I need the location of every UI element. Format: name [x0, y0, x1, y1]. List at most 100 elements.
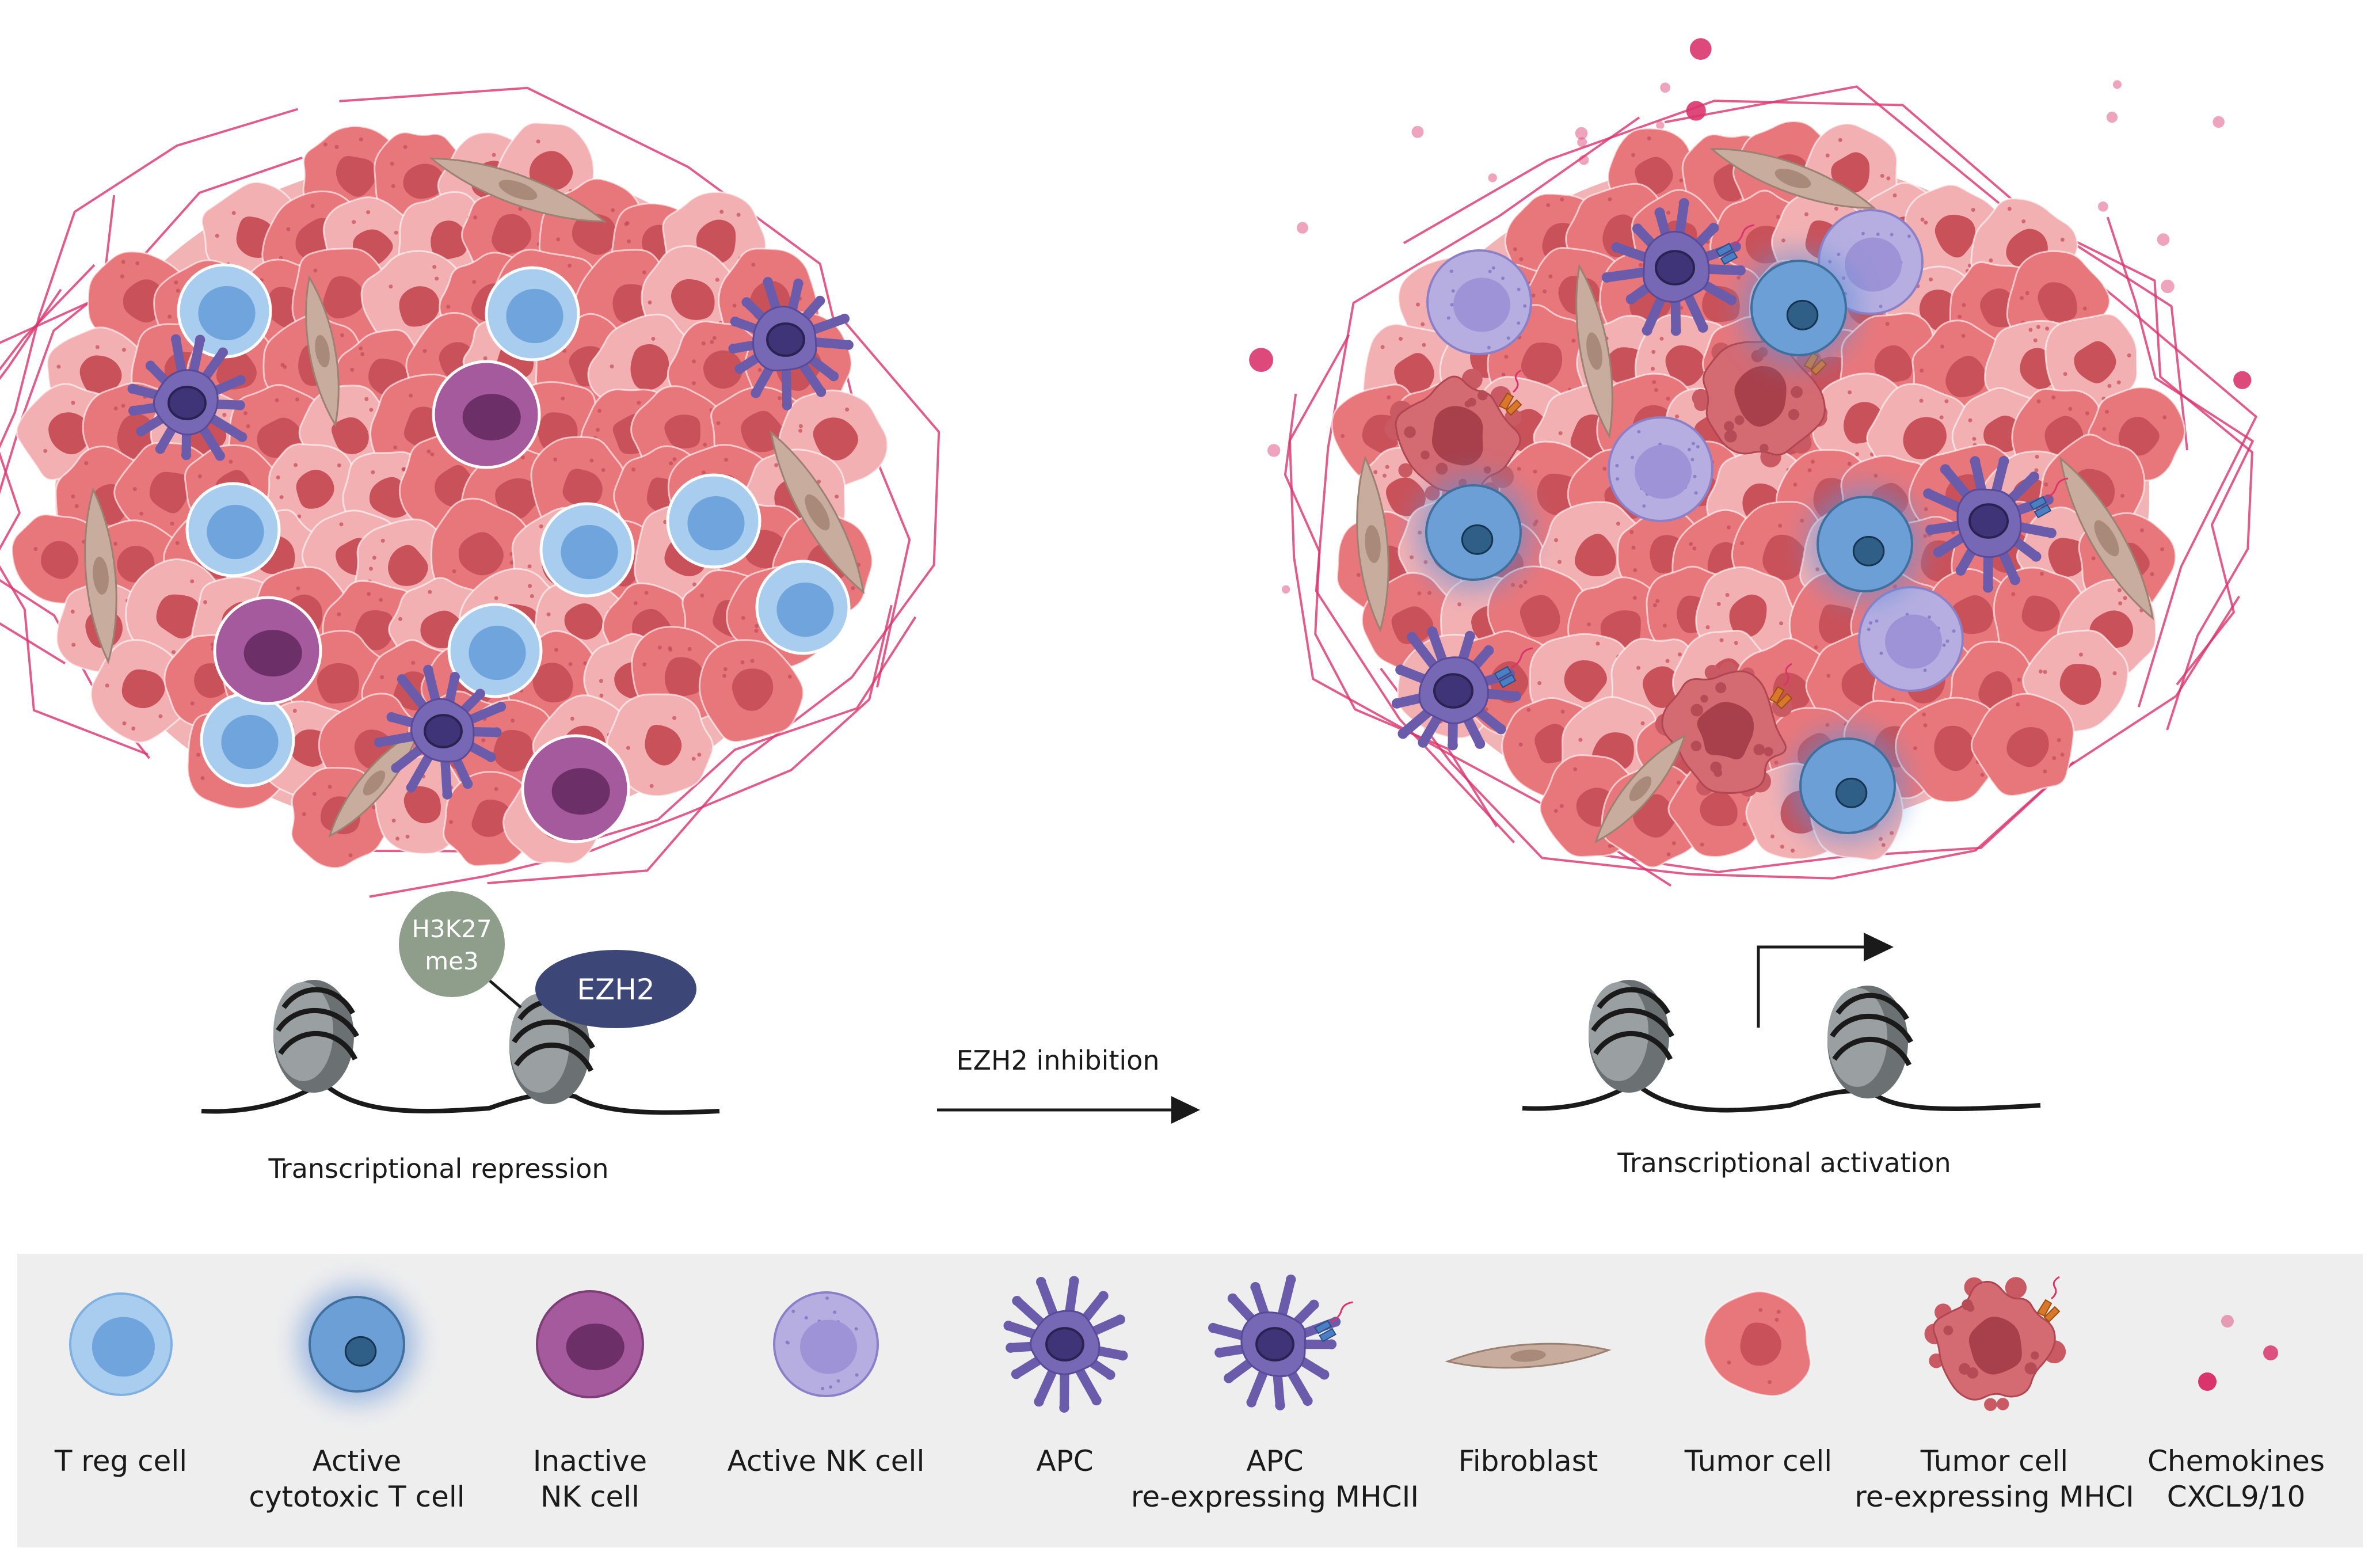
chemokine — [2161, 279, 2175, 294]
chemokine — [2112, 80, 2122, 89]
h3k27me3-line1: H3K27 — [412, 915, 492, 943]
tumor-cell-cluster — [1331, 120, 2186, 869]
active-cytotoxic-t-cell — [1806, 485, 1924, 603]
legend-item-tumor: Tumor cell — [1684, 1290, 1832, 1478]
fibroblast — [2059, 456, 2154, 621]
tumor-cell — [1894, 697, 2002, 803]
treg-cell — [666, 473, 761, 569]
inactive-nk-cell — [213, 596, 322, 705]
apc-mhcii — [1392, 626, 1533, 751]
legend-label: re-expressing MHCII — [1131, 1480, 1419, 1513]
tumor-cell — [2044, 313, 2138, 414]
chemokine — [1282, 585, 1290, 594]
fibroblast-icon — [1445, 1343, 1612, 1369]
treg-cell — [185, 482, 281, 577]
chemokine — [2097, 201, 2108, 212]
fibroblast — [1709, 148, 1876, 209]
apc-cell — [127, 334, 247, 461]
legend-item-fibroblast: Fibroblast — [1445, 1343, 1612, 1478]
tumor-cell — [1703, 1290, 1812, 1397]
chemokine — [1267, 444, 1281, 457]
tumor-icon — [1703, 1290, 1812, 1397]
inactive-nk-cell — [521, 734, 630, 843]
active-t-icon — [298, 1285, 416, 1404]
ezh2-enzyme — [535, 950, 696, 1028]
active-nk-icon — [773, 1291, 879, 1397]
tumor-cell-mhci — [1924, 1276, 2066, 1411]
fibroblast — [305, 275, 340, 428]
legend-label: Tumor cell — [1684, 1444, 1832, 1478]
chemokine — [2233, 371, 2252, 389]
chemokine — [2106, 112, 2118, 123]
treg-cell — [485, 266, 580, 362]
treg-cell — [69, 1292, 173, 1396]
legend-label: CXCL9/10 — [2167, 1480, 2306, 1513]
legend-label: NK cell — [540, 1480, 639, 1513]
activation-caption: Transcriptional activation — [1617, 1147, 1951, 1178]
legend-label: Inactive — [533, 1444, 647, 1478]
tumor-cell-mhci — [1655, 661, 1793, 797]
legend-label: cytotoxic T cell — [249, 1480, 464, 1513]
immune-cells — [84, 157, 865, 843]
legend-label: Fibroblast — [1459, 1444, 1598, 1478]
tumor-microenvironment-before — [0, 86, 940, 898]
legend-label: APC — [1246, 1444, 1303, 1478]
chemokine — [1249, 348, 1274, 372]
tumor-cell — [11, 514, 107, 604]
legend-item-apc: APC — [1003, 1276, 1128, 1478]
inhibition-arrow: EZH2 inhibition — [937, 1045, 1200, 1124]
inactive-nk-cell — [536, 1290, 644, 1398]
treg-cell — [755, 560, 851, 655]
active-nk-cell — [1858, 586, 1964, 692]
apc-mhcii — [1923, 456, 2069, 593]
chemokine — [1411, 126, 1424, 138]
legend-label: Active — [313, 1444, 402, 1478]
apc-mhcii-icon — [1208, 1274, 1353, 1410]
ezh2-label: EZH2 — [577, 973, 654, 1006]
fibroblast — [84, 487, 117, 664]
nucleosome — [1827, 986, 1913, 1098]
treg-cell — [177, 263, 272, 359]
active-nk-cell — [1608, 416, 1713, 522]
chemokine — [1660, 82, 1670, 93]
legend-item-treg: T reg cell — [54, 1292, 187, 1478]
active-cytotoxic-t-cell — [298, 1285, 416, 1404]
treg-icon — [69, 1292, 173, 1396]
apc-mhcii — [1208, 1274, 1353, 1410]
legend-item-active-nk: Active NK cell — [728, 1291, 925, 1478]
chemokines-icon — [2198, 1315, 2278, 1391]
tumor-cell — [698, 639, 805, 743]
fibroblast — [1575, 263, 1613, 439]
tumor-cell-mhci — [1384, 368, 1522, 504]
nucleosome — [1589, 980, 1674, 1093]
active-cytotoxic-t-cell — [1788, 727, 1907, 845]
fibroblast — [1356, 455, 1389, 633]
fibroblast — [429, 157, 607, 223]
chemokine — [1577, 137, 1587, 147]
chromatin-repressed: H3K27 me3 EZH2 Transcriptional repressio… — [201, 891, 720, 1184]
repression-caption: Transcriptional repression — [268, 1153, 608, 1184]
chemokine — [2157, 233, 2170, 246]
active-nk-cell — [1818, 209, 1924, 315]
tumor-microenvironment-after — [1249, 38, 2257, 887]
fibroblast — [1594, 734, 1686, 843]
chemokine — [1488, 173, 1497, 182]
inhibition-label: EZH2 inhibition — [956, 1045, 1159, 1076]
nucleosome — [273, 980, 359, 1093]
legend-label: T reg cell — [54, 1444, 187, 1478]
inactive-nk-icon — [536, 1290, 644, 1398]
treg-cell — [539, 502, 635, 598]
active-nk-cell — [1426, 249, 1532, 355]
chemokine — [1656, 121, 1665, 130]
inactive-nk-cell — [432, 360, 541, 469]
legend-label: Chemokines — [2147, 1444, 2325, 1478]
legend-label: Active NK cell — [728, 1444, 925, 1478]
dna-strand — [1522, 1079, 2041, 1113]
